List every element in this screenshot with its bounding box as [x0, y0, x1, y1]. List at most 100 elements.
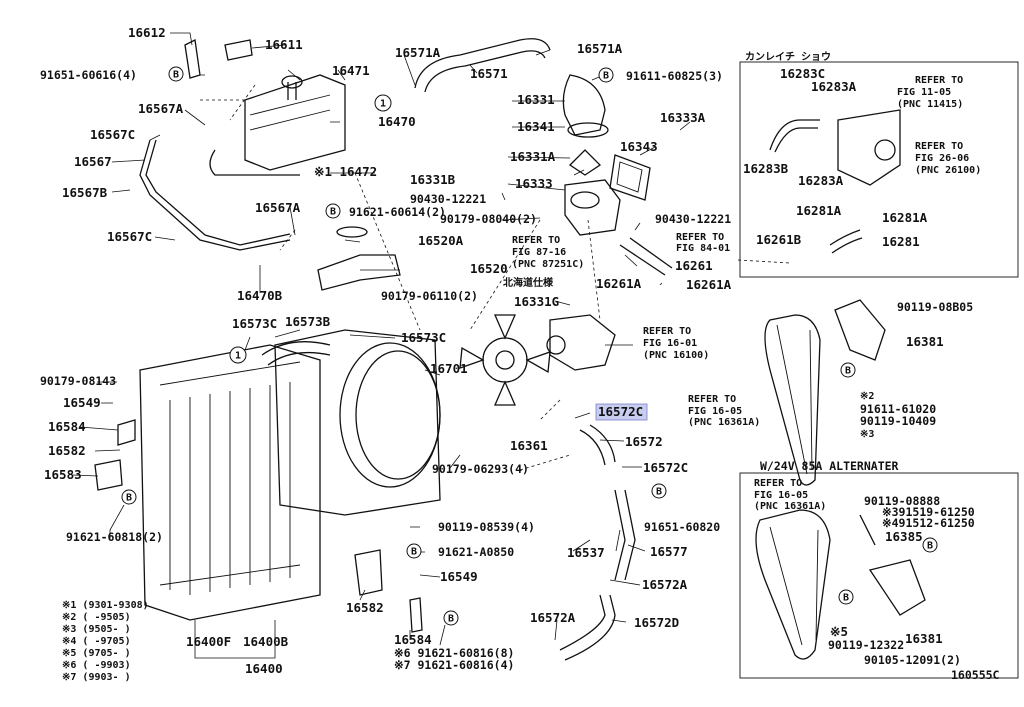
- part-label: FIG 16-01: [643, 338, 697, 349]
- part-label: ※5 (9705- ): [62, 648, 131, 659]
- part-label: (PNC 87251C): [512, 259, 584, 270]
- part-label: 16281A: [796, 203, 842, 218]
- part-labels: 166121661191651-60616(4)1647116567A16567…: [40, 25, 1000, 683]
- part-label: 90430-12221: [410, 192, 486, 206]
- part-label: REFER TO: [915, 141, 963, 152]
- part-label: (PNC 16361A): [688, 417, 760, 428]
- part-label: 90119-10409: [860, 414, 936, 428]
- part-label: 16400F: [186, 634, 231, 649]
- part-label: ※3: [860, 429, 874, 440]
- part-label: 91611-60825(3): [626, 69, 723, 83]
- part-label: 16582: [48, 443, 86, 458]
- part-label: (PNC 26100): [915, 165, 981, 176]
- part-label: 16573B: [285, 314, 331, 329]
- callout-circle: 1: [229, 346, 247, 364]
- part-label: 16520: [470, 261, 508, 276]
- part-label: 16567A: [255, 200, 301, 215]
- part-label: 16573C: [232, 316, 277, 331]
- part-label: 16331A: [510, 149, 556, 164]
- part-label: (PNC 16361A): [754, 501, 826, 512]
- part-label: FIG 87-16: [512, 247, 566, 258]
- part-label: 16567C: [107, 229, 152, 244]
- callout-letter: 1: [380, 99, 386, 110]
- part-label: 16611: [265, 37, 303, 52]
- part-label: (PNC 11415): [897, 99, 963, 110]
- part-label: 16572A: [530, 610, 576, 625]
- part-label: 16283B: [743, 161, 789, 176]
- part-label: 16331B: [410, 172, 456, 187]
- callout-circle: B: [325, 203, 341, 219]
- part-label: FIG 16-05: [688, 406, 742, 417]
- highlighted-part-marker: [595, 403, 648, 421]
- part-label: REFER TO: [676, 232, 724, 243]
- part-label: 90119-08B05: [897, 300, 973, 314]
- part-label: ※2: [860, 391, 874, 402]
- part-label: 16701: [430, 361, 468, 376]
- part-label: FIG 11-05: [897, 87, 951, 98]
- part-label: 16583: [44, 467, 82, 482]
- part-label: ※4 ( -9705): [62, 636, 131, 647]
- part-label: ※491512-61250: [882, 516, 975, 530]
- part-label: 16331G: [514, 294, 559, 309]
- part-label: ※391519-61250: [882, 505, 975, 519]
- part-label: REFER TO: [915, 75, 963, 86]
- part-label: 16283A: [798, 173, 844, 188]
- callout-circle: B: [922, 537, 938, 553]
- callout-circle: B: [651, 483, 667, 499]
- callout-letter: B: [448, 614, 454, 625]
- callout-letter: B: [330, 207, 336, 218]
- part-label: 90179-06293(4): [432, 462, 529, 476]
- part-label: 16582: [346, 600, 384, 615]
- part-label: 16261A: [686, 277, 732, 292]
- part-label: 91621-60818(2): [66, 530, 163, 544]
- part-label: 90119-12322: [828, 638, 904, 652]
- callout-circle: B: [443, 610, 459, 626]
- part-label: 16573C: [401, 330, 446, 345]
- part-label[interactable]: 16572C: [598, 404, 643, 419]
- inset-box-alternator: [739, 472, 1019, 679]
- callout-circle: B: [840, 362, 856, 378]
- callout-letter: B: [927, 541, 933, 552]
- part-label: 16584: [48, 419, 86, 434]
- part-label: 16400B: [243, 634, 289, 649]
- callout-circle: 1: [374, 94, 392, 112]
- part-label: 91621-60614(2): [349, 205, 446, 219]
- part-label: W/24V 85A ALTERNATER: [760, 459, 899, 473]
- part-label: 16361: [510, 438, 548, 453]
- part-label: 16567A: [138, 101, 184, 116]
- part-label: 16261: [675, 258, 713, 273]
- part-label: 16572A: [642, 577, 688, 592]
- part-label: ※1 (9301-9308): [62, 600, 149, 611]
- part-label: 90119-08539(4): [438, 520, 535, 534]
- callout-letter: B: [843, 593, 849, 604]
- part-label: 16549: [63, 395, 101, 410]
- part-label: FIG 26-06: [915, 153, 969, 164]
- part-label: 16470B: [237, 288, 283, 303]
- part-label: REFER TO: [643, 326, 691, 337]
- part-label: 16567: [74, 154, 112, 169]
- part-label: 16571: [470, 66, 508, 81]
- callout-letter: 1: [235, 351, 241, 362]
- part-label: 16571A: [395, 45, 441, 60]
- part-label: 16567B: [62, 185, 108, 200]
- callout-circle: B: [598, 67, 614, 83]
- part-label: 16331: [517, 92, 555, 107]
- part-label[interactable]: 16572C: [643, 460, 688, 475]
- part-label: 16571A: [577, 41, 623, 56]
- part-label: FIG 16-05: [754, 490, 808, 501]
- part-label: ※6 ( -9903): [62, 660, 131, 671]
- part-label: カンレイチ ショウ: [745, 51, 831, 63]
- part-label: 16261A: [596, 276, 642, 291]
- part-label: ※2 ( -9505): [62, 612, 131, 623]
- part-drawings: [94, 38, 926, 661]
- part-label: 16261B: [756, 232, 802, 247]
- part-label: 90179-06110(2): [381, 289, 478, 303]
- part-label: ※7 (9903- ): [62, 672, 131, 683]
- part-label: 91651-60616(4): [40, 68, 137, 82]
- callout-letter: B: [656, 487, 662, 498]
- callout-letter: B: [173, 70, 179, 81]
- part-label: 16341: [517, 119, 555, 134]
